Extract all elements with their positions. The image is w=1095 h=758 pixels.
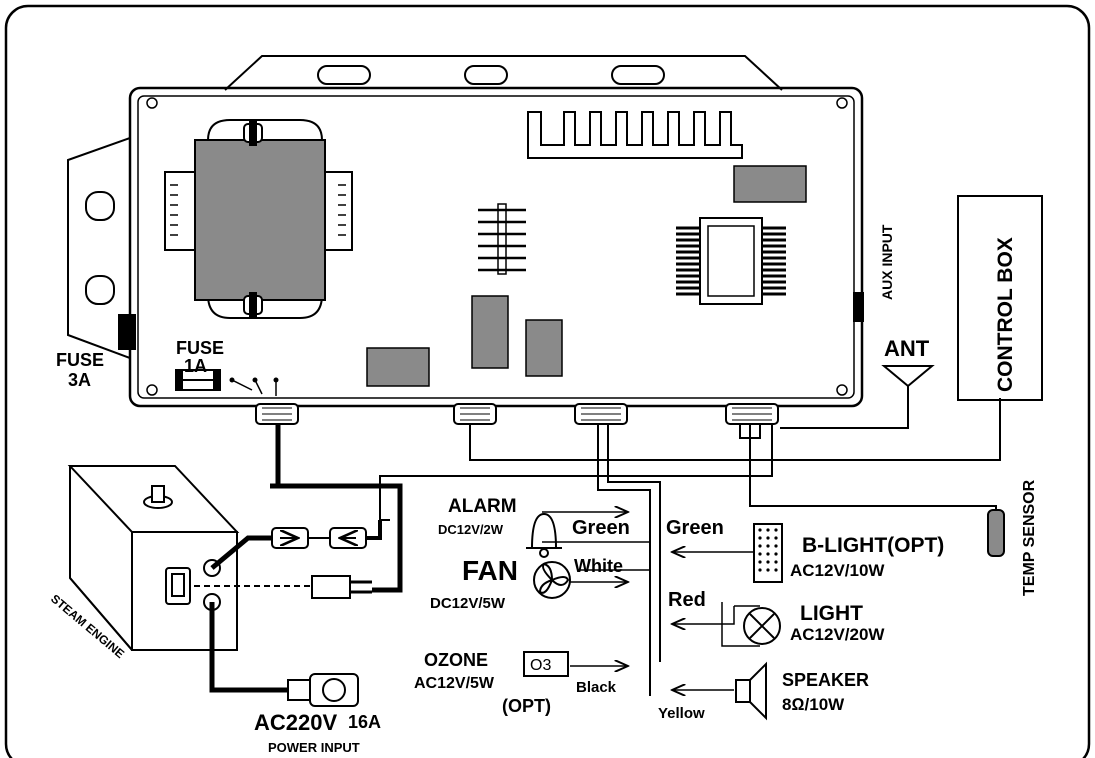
aux-input-label: AUX INPUT — [879, 224, 895, 300]
fan-spec: DC12V/5W — [430, 595, 506, 612]
light-label: LIGHT — [800, 602, 863, 625]
ozone-box-label: O3 — [530, 657, 551, 674]
component-block-top-right — [733, 165, 807, 203]
steam-engine-label: STEAM ENGINE — [48, 592, 127, 661]
wire-yellow: Yellow — [658, 705, 705, 722]
top-bracket — [224, 55, 783, 91]
speaker-spec: 8Ω/10W — [782, 695, 845, 714]
aux-input-jack — [853, 292, 864, 322]
light-spec: AC12V/20W — [790, 625, 885, 644]
fan-icon — [533, 561, 571, 599]
fuse-1a-value: 1A — [184, 356, 207, 376]
control-box-label: CONTROL BOX — [994, 237, 1017, 392]
ozone-opt: (OPT) — [502, 696, 551, 716]
backlight-icon — [753, 523, 783, 583]
alarm-bell-icon — [526, 512, 562, 558]
connector-comb — [478, 203, 526, 275]
fuse-1a-label: FUSE — [176, 338, 224, 358]
power-input-label: POWER INPUT — [268, 740, 360, 755]
fuse-3a-holder — [118, 314, 136, 350]
b-light-spec: AC12V/10W — [790, 561, 885, 580]
wire-black: Black — [576, 679, 617, 696]
power-input-voltage: AC220V — [254, 710, 337, 735]
device-branches — [542, 512, 760, 690]
power-input-rating: 16A — [348, 712, 381, 732]
temp-sensor-probe — [987, 509, 1005, 557]
transformer — [164, 119, 353, 319]
ant-label: ANT — [884, 336, 930, 361]
relay-2 — [525, 319, 563, 377]
fuse-3a-label: FUSE — [56, 350, 104, 370]
ic-chip — [676, 217, 786, 305]
fuse-3a-value: 3A — [68, 370, 91, 390]
alarm-label: ALARM — [448, 496, 517, 517]
relay-3 — [366, 347, 430, 387]
fan-label: FAN — [462, 555, 518, 586]
heatsink — [527, 111, 743, 159]
relay-1 — [471, 295, 509, 369]
cable-glands — [255, 403, 779, 425]
left-bracket — [67, 137, 136, 359]
wire-green-right: Green — [666, 517, 724, 539]
fuse-1a — [175, 369, 279, 396]
b-light-label: B-LIGHT(OPT) — [802, 534, 944, 557]
alarm-spec: DC12V/2W — [438, 522, 504, 537]
ozone-box — [523, 651, 569, 677]
light-bulb-icon — [743, 607, 781, 645]
wires — [270, 398, 1001, 696]
steam-engine — [67, 465, 312, 651]
speaker-icon — [735, 661, 767, 721]
outer-frame — [4, 4, 1091, 758]
wire-white: White — [574, 556, 623, 576]
wire-green-left: Green — [572, 517, 630, 539]
wire-red: Red — [668, 589, 706, 611]
speaker-label: SPEAKER — [782, 670, 869, 690]
power-cords — [209, 520, 382, 707]
ozone-label: OZONE — [424, 650, 488, 670]
ozone-spec: AC12V/5W — [414, 675, 495, 692]
antenna — [780, 365, 935, 429]
temp-sensor-label: TEMP SENSOR — [1021, 479, 1038, 596]
